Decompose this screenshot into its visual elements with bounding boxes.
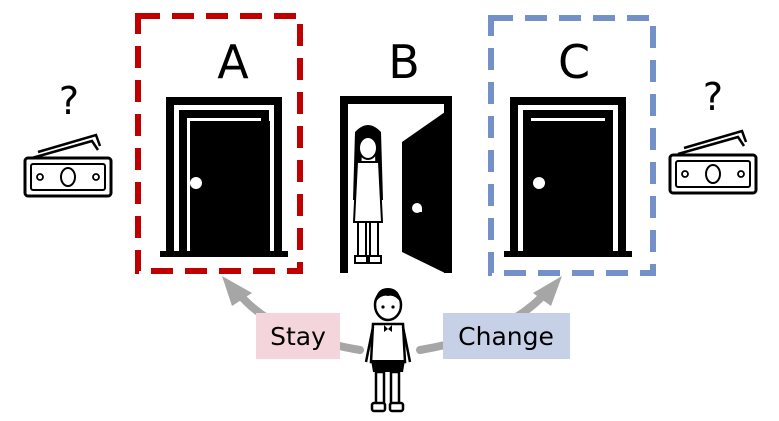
- door-b: B: [340, 35, 452, 273]
- stay-label-box: [256, 313, 340, 359]
- contestant-figure: [364, 288, 412, 413]
- person-behind-door-b: [352, 125, 384, 264]
- stay-choice: Stay: [256, 313, 340, 359]
- change-label: Change: [458, 322, 554, 351]
- door-c-letter: C: [558, 35, 590, 89]
- door-c-knob: [533, 177, 545, 189]
- door-a-panel: [190, 121, 270, 251]
- banknote-icon: [23, 133, 113, 198]
- door-b-letter: B: [388, 35, 420, 89]
- stay-label: Stay: [270, 322, 326, 351]
- stay-arrowhead: [222, 276, 252, 306]
- door-c: C: [488, 15, 656, 276]
- door-a-knob: [190, 177, 202, 189]
- change-label-box: [443, 313, 570, 359]
- door-a-selection-frame: [135, 13, 303, 274]
- door-b-leaf: [402, 112, 445, 273]
- banknote-icon: [668, 129, 758, 195]
- door-a-letter: A: [217, 35, 249, 89]
- door-a: A: [135, 13, 303, 274]
- change-choice: Change: [443, 313, 570, 359]
- change-arrowhead: [533, 276, 562, 306]
- question-mark-right: ?: [703, 75, 723, 119]
- prize-right: ?: [668, 75, 758, 195]
- question-mark-left: ?: [59, 79, 79, 123]
- prize-left: ?: [23, 79, 113, 198]
- door-c-selection-frame: [488, 15, 656, 276]
